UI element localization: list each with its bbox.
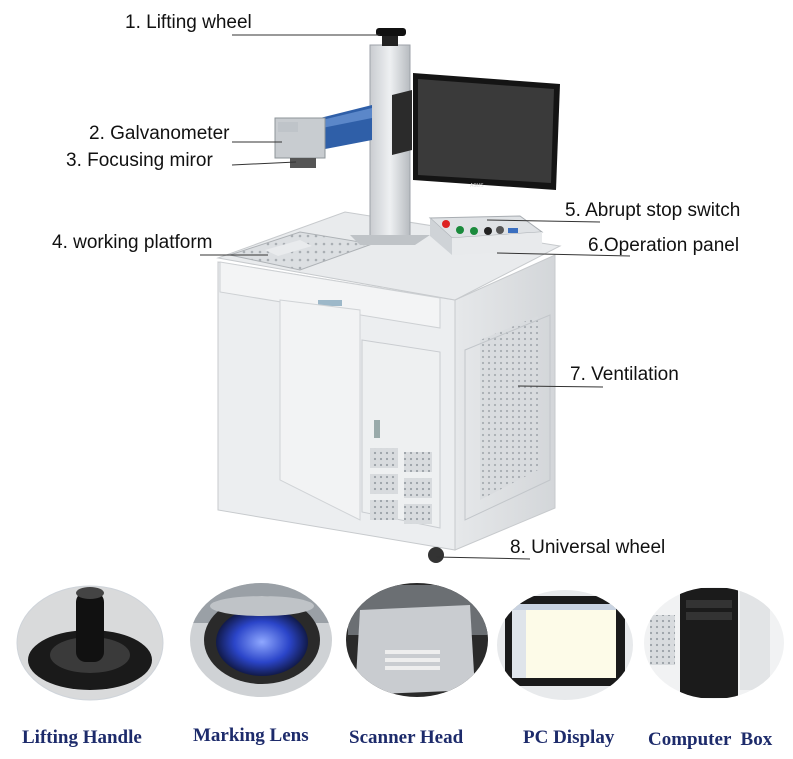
callout-working-platform: 4. working platform bbox=[52, 232, 213, 253]
operation-panel bbox=[428, 215, 544, 255]
emergency-stop-switch bbox=[442, 220, 450, 228]
callout-operation-panel: 6.Operation panel bbox=[588, 235, 740, 256]
caption-marking-lens: Marking Lens bbox=[193, 725, 309, 746]
side-ventilation bbox=[464, 314, 551, 521]
front-vent bbox=[370, 448, 432, 524]
universal-wheel bbox=[428, 547, 444, 563]
caption-computer-box: Computer Box bbox=[648, 729, 773, 750]
caption-scanner-head: Scanner Head bbox=[349, 727, 464, 748]
detail-marking-lens-photo bbox=[190, 583, 332, 697]
callout-universal-wheel: 8. Universal wheel bbox=[510, 537, 666, 558]
callout-focusing-mirror: 3. Focusing miror bbox=[66, 150, 213, 171]
callout-lifting-wheel: 1. Lifting wheel bbox=[125, 12, 252, 33]
monitor-brand: ASUS bbox=[470, 183, 484, 189]
pc-monitor: ASUS bbox=[392, 73, 560, 190]
caption-pc-display: PC Display bbox=[523, 727, 615, 748]
detail-lifting-handle-photo bbox=[16, 585, 164, 701]
callout-abrupt-stop-switch: 5. Abrupt stop switch bbox=[565, 200, 741, 221]
detail-pc-display-photo bbox=[497, 590, 633, 700]
galvanometer-head bbox=[274, 105, 372, 168]
caption-lifting-handle: Lifting Handle bbox=[22, 727, 142, 748]
callout-ventilation: 7. Ventilation bbox=[570, 364, 679, 385]
detail-scanner-head-photo bbox=[346, 583, 488, 697]
detail-computer-box-photo bbox=[644, 587, 784, 699]
cabinet bbox=[216, 211, 562, 563]
callout-galvanometer: 2. Galvanometer bbox=[89, 123, 230, 144]
callout-leaders bbox=[200, 34, 631, 560]
